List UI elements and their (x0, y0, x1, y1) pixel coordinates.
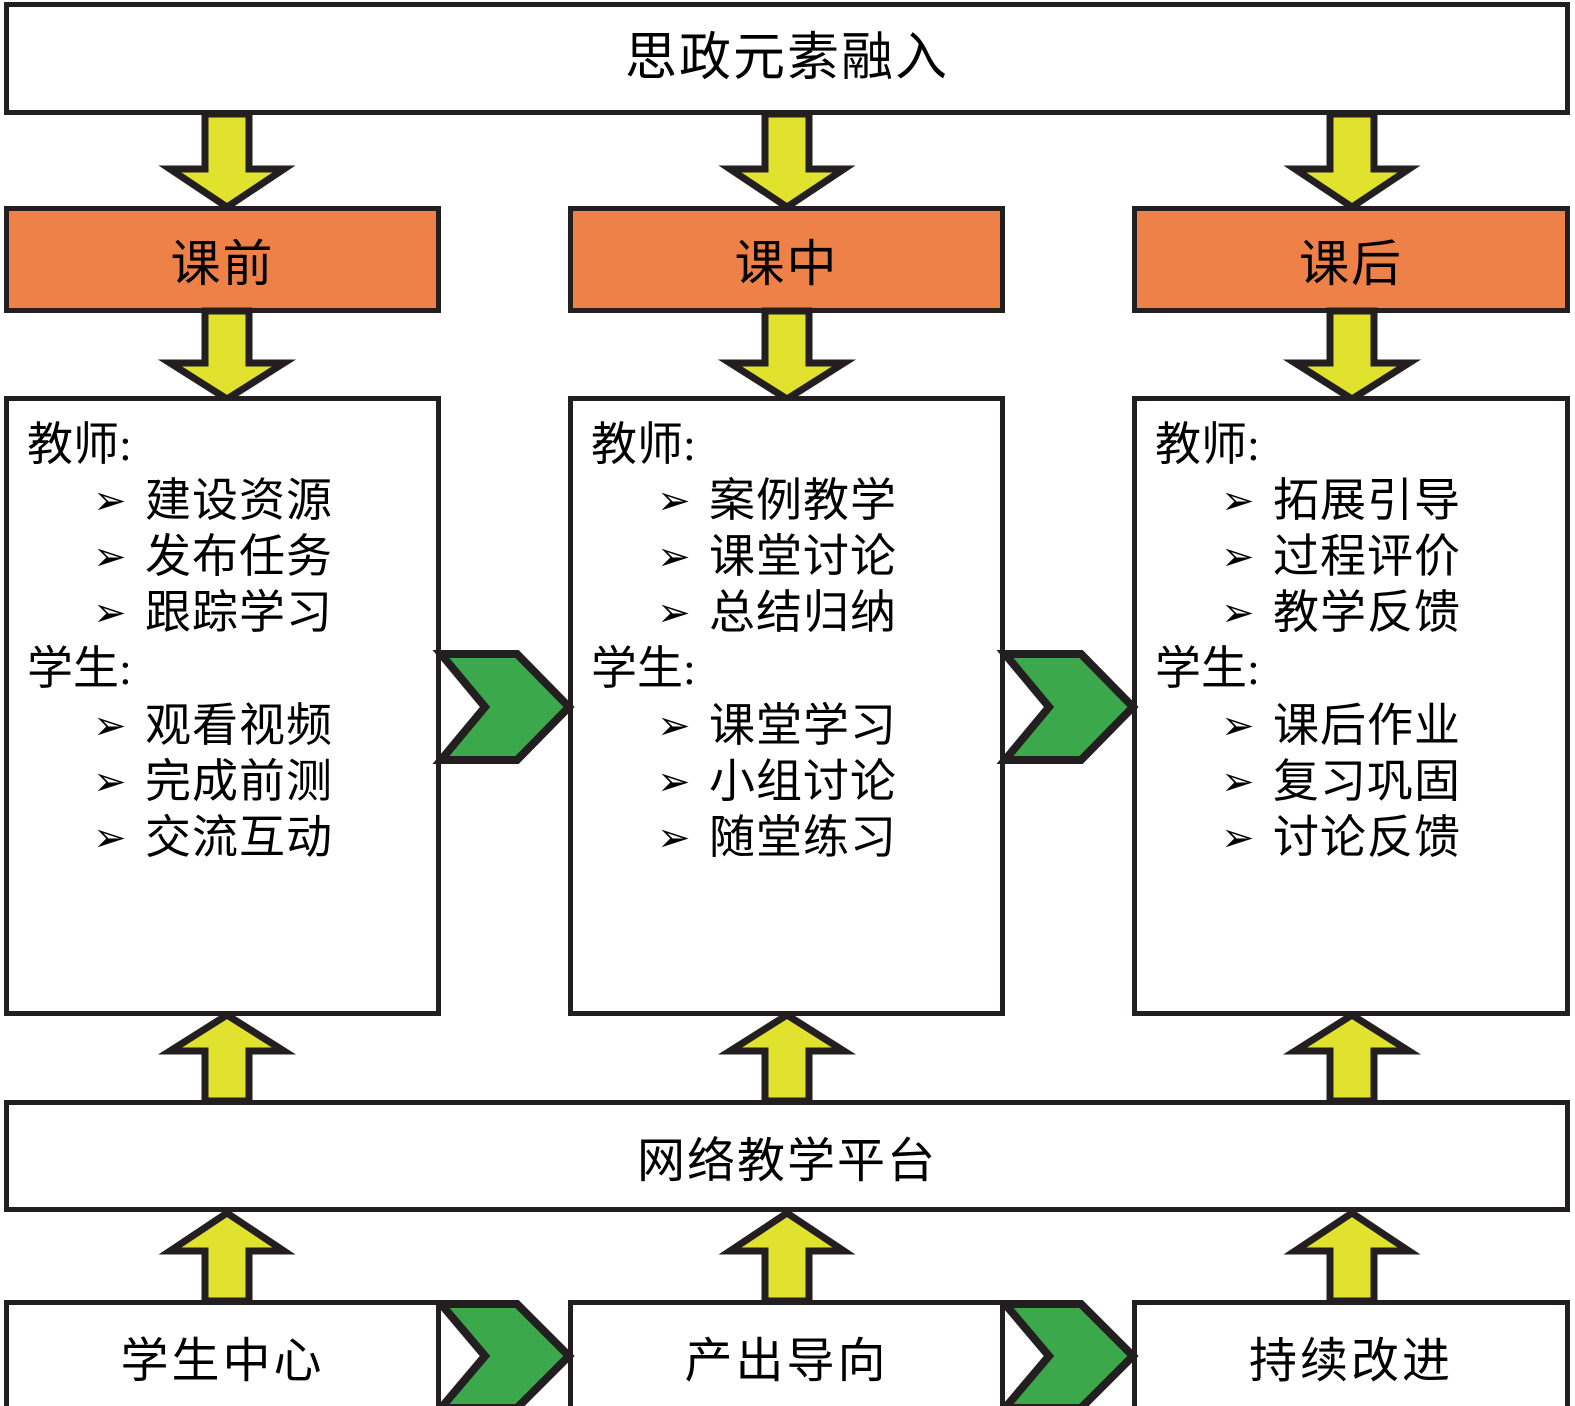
list-item-label: 拓展引导 (1273, 475, 1461, 527)
arrow-bullet-icon: ➢ (1221, 758, 1255, 805)
arrow-bullet-icon: ➢ (93, 590, 127, 637)
arrow-bullet-icon: ➢ (93, 702, 127, 749)
arrow-principle-to-platform-2 (718, 1208, 856, 1305)
list-item: ➢ 跟踪学习 (27, 585, 436, 641)
chevron-principle-2-to-3 (996, 1300, 1139, 1406)
chevron-column-1-to-2 (432, 650, 575, 764)
principle-student-center[interactable]: 学生中心 (4, 1300, 441, 1406)
role-label-teacher: 教师: (1155, 419, 1260, 470)
list-item: ➢ 讨论反馈 (1155, 810, 1565, 866)
arrow-bullet-icon: ➢ (93, 814, 127, 861)
list-item: ➢ 案例教学 (591, 473, 1000, 529)
role-label-student: 学生: (27, 643, 132, 695)
list-item: ➢ 课堂讨论 (591, 529, 1000, 585)
arrow-principle-to-platform-3 (1283, 1208, 1421, 1305)
arrow-bullet-icon: ➢ (657, 534, 691, 581)
role-label-teacher: 教师: (27, 419, 132, 470)
stage-pre-class[interactable]: 课前 (4, 206, 441, 313)
role-label-student: 学生: (1155, 643, 1260, 695)
list-item-label: 讨论反馈 (1273, 811, 1461, 863)
role-label-teacher: 教师: (591, 419, 696, 470)
list-item: ➢ 拓展引导 (1155, 473, 1565, 529)
column-pre-class: 教师: ➢ 建设资源 ➢ 发布任务 ➢ 跟踪学习 学生: ➢ 观看视频 ➢ 完成… (4, 396, 441, 1016)
list-item-label: 交流互动 (145, 811, 333, 863)
column-post-class: 教师: ➢ 拓展引导 ➢ 过程评价 ➢ 教学反馈 学生: ➢ 课后作业 ➢ 复习… (1132, 396, 1570, 1016)
list-item: ➢ 观看视频 (27, 698, 436, 754)
stage-post-class[interactable]: 课后 (1132, 206, 1570, 313)
list-item: ➢ 总结归纳 (591, 585, 1000, 641)
arrow-bullet-icon: ➢ (1221, 534, 1255, 581)
arrow-platform-to-column-1 (157, 1010, 297, 1105)
list-item-label: 复习巩固 (1273, 755, 1461, 807)
list-item-label: 观看视频 (145, 699, 333, 751)
role-label-student: 学生: (591, 643, 696, 695)
principle-outcome-oriented[interactable]: 产出导向 (568, 1300, 1005, 1406)
stage-post-class-label: 课后 (1299, 235, 1403, 292)
list-item-label: 课堂学习 (709, 699, 897, 751)
arrow-stage-to-column-3 (1282, 307, 1422, 404)
arrow-bullet-icon: ➢ (657, 702, 691, 749)
list-item: ➢ 课后作业 (1155, 698, 1565, 754)
list-item: ➢ 小组讨论 (591, 754, 1000, 810)
list-item: ➢ 过程评价 (1155, 529, 1565, 585)
column-in-class: 教师: ➢ 案例教学 ➢ 课堂讨论 ➢ 总结归纳 学生: ➢ 课堂学习 ➢ 小组… (568, 396, 1005, 1016)
principle-continuous-improvement-label: 持续改进 (1248, 1335, 1453, 1388)
arrow-banner-to-stage-1 (158, 110, 296, 212)
arrow-banner-to-stage-2 (718, 110, 856, 212)
arrow-bullet-icon: ➢ (93, 758, 127, 805)
arrow-stage-to-column-2 (717, 307, 857, 404)
list-item: ➢ 随堂练习 (591, 810, 1000, 866)
principle-outcome-oriented-label: 产出导向 (684, 1335, 889, 1388)
list-item-label: 随堂练习 (709, 811, 897, 863)
arrow-bullet-icon: ➢ (93, 478, 127, 525)
arrow-bullet-icon: ➢ (1221, 590, 1255, 637)
stage-in-class-label: 课中 (734, 235, 839, 292)
arrow-platform-to-column-2 (717, 1010, 857, 1105)
arrow-platform-to-column-3 (1282, 1010, 1422, 1105)
platform-label: 网络教学平台 (636, 1135, 937, 1188)
stage-pre-class-label: 课前 (170, 235, 275, 292)
arrow-bullet-icon: ➢ (657, 478, 691, 525)
list-item-label: 教学反馈 (1273, 587, 1461, 639)
list-item: ➢ 完成前测 (27, 754, 436, 810)
list-item-label: 完成前测 (145, 755, 333, 807)
list-item-label: 课堂讨论 (709, 531, 897, 583)
list-item-label: 过程评价 (1273, 531, 1461, 583)
list-item: ➢ 交流互动 (27, 810, 436, 866)
list-item: ➢ 发布任务 (27, 529, 436, 585)
chevron-column-2-to-3 (996, 650, 1139, 764)
list-item-label: 总结归纳 (709, 587, 897, 639)
arrow-bullet-icon: ➢ (1221, 814, 1255, 861)
arrow-bullet-icon: ➢ (657, 814, 691, 861)
platform-bar: 网络教学平台 (4, 1100, 1570, 1212)
principle-continuous-improvement[interactable]: 持续改进 (1132, 1300, 1570, 1406)
arrow-bullet-icon: ➢ (657, 758, 691, 805)
list-item-label: 跟踪学习 (145, 587, 333, 639)
list-item-label: 建设资源 (145, 475, 333, 527)
list-item-label: 发布任务 (145, 531, 333, 583)
arrow-bullet-icon: ➢ (657, 590, 691, 637)
list-item-label: 案例教学 (709, 475, 897, 527)
arrow-bullet-icon: ➢ (1221, 478, 1255, 525)
list-item: ➢ 课堂学习 (591, 698, 1000, 754)
top-banner-box: 思政元素融入 (4, 2, 1570, 115)
arrow-bullet-icon: ➢ (1221, 702, 1255, 749)
principle-student-center-label: 学生中心 (120, 1335, 325, 1388)
stage-in-class[interactable]: 课中 (568, 206, 1005, 313)
chevron-principle-1-to-2 (432, 1300, 575, 1406)
list-item: ➢ 建设资源 (27, 473, 436, 529)
arrow-stage-to-column-1 (157, 307, 297, 404)
list-item-label: 课后作业 (1273, 699, 1461, 751)
list-item: ➢ 复习巩固 (1155, 754, 1565, 810)
top-banner-label: 思政元素融入 (624, 29, 949, 87)
arrow-bullet-icon: ➢ (93, 534, 127, 581)
list-item: ➢ 教学反馈 (1155, 585, 1565, 641)
arrow-principle-to-platform-1 (158, 1208, 296, 1305)
list-item-label: 小组讨论 (709, 755, 897, 807)
arrow-banner-to-stage-3 (1283, 110, 1421, 212)
